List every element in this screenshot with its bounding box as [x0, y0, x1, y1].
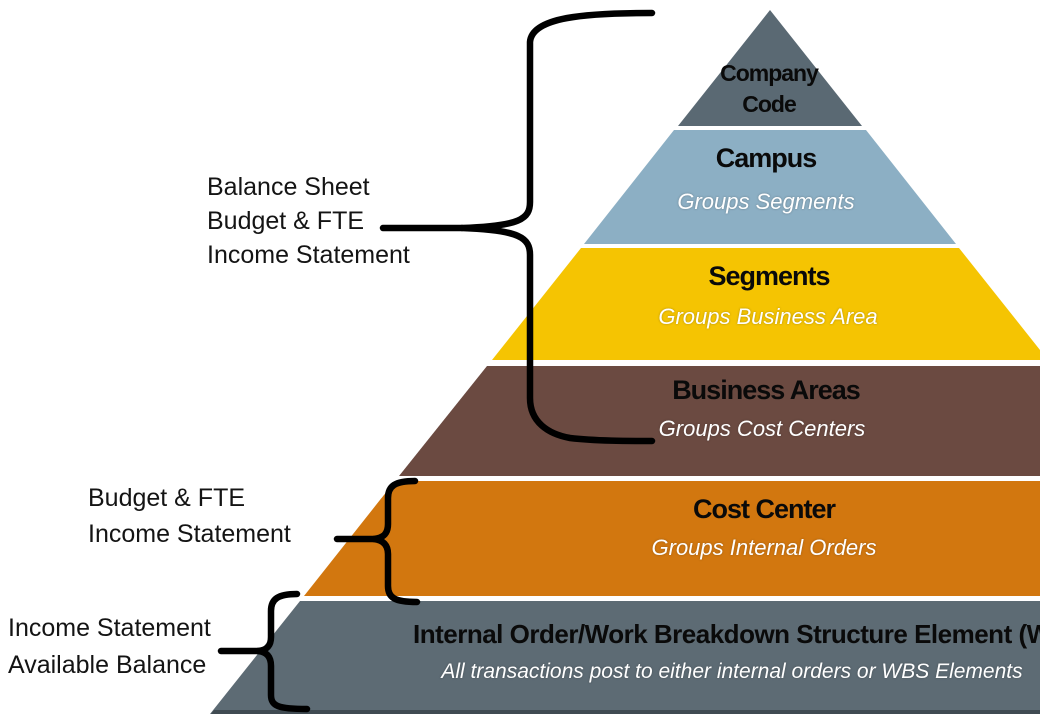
level-title-cost-center: Cost Center	[692, 494, 836, 524]
pyramid-level-campus-shape	[584, 130, 956, 244]
note-upper-levels-reports: Balance Sheet Budget & FTE Income Statem…	[207, 170, 410, 272]
note-line: Budget & FTE	[207, 207, 365, 235]
level-title-segments: Segments	[708, 261, 830, 291]
level-subtitle-campus: Groups Segments	[677, 189, 855, 214]
note-line: Balance Sheet	[207, 173, 370, 201]
pyramid-level-segments-shape	[492, 248, 1040, 360]
pyramid-level-cost-center-shape	[304, 481, 1040, 596]
level-subtitle-internal-order: All transactions post to either internal…	[441, 660, 1023, 683]
pyramid-level-company-code-shape	[678, 10, 862, 126]
brace-upper-levels	[458, 9, 656, 445]
note-line: Income Statement	[88, 520, 291, 548]
note-internal-order-reports: Income Statement Available Balance	[8, 610, 211, 684]
level-subtitle-segments: Groups Business Area	[658, 304, 878, 329]
note-cost-center-reports: Budget & FTE Income Statement	[88, 480, 291, 552]
level-title-campus: Campus	[715, 143, 818, 173]
level-title-business-areas: Business Areas	[672, 375, 861, 405]
note-line: Income Statement	[207, 241, 410, 269]
level-title-company-code: Company Code	[720, 60, 819, 117]
level-subtitle-business-areas: Groups Cost Centers	[658, 416, 866, 441]
level-title-internal-order: Internal Order/Work Breakdown Structure …	[413, 619, 1040, 649]
pyramid-level-internal-order-shape	[210, 601, 1040, 714]
note-line: Available Balance	[8, 651, 207, 679]
level-subtitle-cost-center: Groups Internal Orders	[651, 535, 877, 560]
pyramid-level-business-areas-shape	[399, 366, 1040, 476]
note-line: Budget & FTE	[88, 484, 246, 512]
pyramid-bottom-edge	[211, 710, 1040, 714]
note-line: Income Statement	[8, 614, 211, 642]
